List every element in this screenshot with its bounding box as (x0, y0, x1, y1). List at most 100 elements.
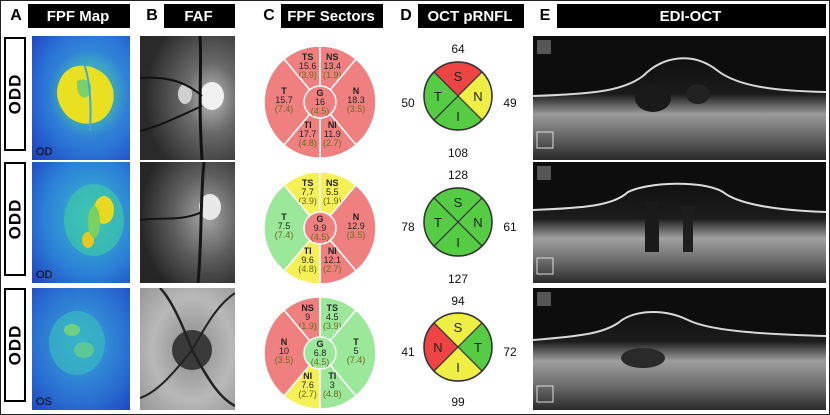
sector-normal-ti: (4.8) (298, 138, 317, 148)
quadrant-outline (423, 187, 493, 257)
quadrant-label-t: T (434, 89, 442, 104)
sector-label-g: G (316, 88, 323, 98)
sector-value-g: 6.8 (314, 348, 327, 358)
quadrant-label-i: I (456, 235, 460, 250)
panel-title: OCT pRNFL (427, 7, 513, 25)
sector-value-ti: 17.7 (299, 129, 317, 139)
sector-label-ts: TS (302, 52, 314, 62)
sector-normal-ni: (2.7) (298, 389, 317, 399)
fpf-map-image: OD (32, 36, 130, 160)
panel-title: EDI-OCT (659, 7, 722, 25)
panel-header-a: A FPF Map (4, 4, 130, 28)
faf-image (140, 36, 235, 160)
sector-normal-ns: (1.9) (323, 196, 342, 206)
sector-label-ns: NS (326, 178, 339, 188)
sector-normal-ti: (4.8) (298, 264, 317, 274)
quadrant-label-s: S (454, 69, 463, 84)
sector-normal-ts: (3.9) (298, 196, 317, 206)
prnfl-value-left: 41 (401, 345, 415, 359)
prnfl-global-top: 94 (451, 294, 465, 308)
sector-normal-ts: (3.9) (323, 321, 342, 331)
panel-title: FPF Map (46, 7, 110, 25)
panel-letter: E (533, 4, 557, 28)
edi-oct-scan (533, 36, 826, 160)
panel-header-e: E EDI-OCT (533, 4, 826, 28)
panel-title: FAF (184, 7, 213, 25)
quadrant-label-t: T (474, 340, 482, 355)
sector-normal-ts: (3.9) (298, 70, 317, 80)
quadrant-label-n: N (473, 215, 482, 230)
sector-value-t: 15.7 (275, 95, 293, 105)
sector-label-ts: TS (327, 303, 339, 313)
sector-label-ni: NI (303, 371, 312, 381)
sector-g (303, 336, 337, 370)
sector-value-t: 7.5 (278, 221, 291, 231)
sector-normal-ti: (4.8) (323, 389, 342, 399)
sector-normal-n: (3.5) (347, 104, 366, 114)
sector-normal-g: (4.5) (311, 357, 330, 367)
sector-label-g: G (316, 339, 323, 349)
prnfl-value-left: 78 (401, 220, 415, 234)
sector-normal-g: (4.5) (311, 106, 330, 116)
quadrant-outline (423, 312, 493, 382)
panel-title: FPF Sectors (287, 7, 375, 25)
quadrant-label-i: I (456, 360, 460, 375)
edi-oct-scan (533, 288, 826, 410)
sector-label-g: G (316, 214, 323, 224)
sector-value-ts: 15.6 (299, 61, 317, 71)
fpf-sector-chart: NS9(1.9)TS4.5(3.9)T5(7.4)TI3(4.8)NI7.6(2… (263, 296, 377, 410)
sector-value-ti: 3 (330, 380, 335, 390)
quadrant-label-t: T (434, 215, 442, 230)
sector-normal-ns: (1.9) (298, 321, 317, 331)
row-label-2: ODD (4, 162, 26, 276)
sector-value-ni: 7.6 (301, 380, 314, 390)
sector-value-t: 5 (353, 346, 358, 356)
sector-value-n: 12.9 (347, 221, 365, 231)
panel-header-c: C FPF Sectors (257, 4, 383, 28)
panel-letter: C (257, 4, 281, 28)
panel-letter: A (4, 4, 28, 28)
sector-value-n: 10 (279, 346, 289, 356)
fpf-sector-chart: TS15.6(3.9)NS13.4(1.9)N18.3(3.5)NI11.9(2… (263, 45, 377, 159)
quadrant-label-s: S (454, 195, 463, 210)
quadrant-outline (423, 61, 493, 131)
sector-normal-t: (7.4) (275, 104, 294, 114)
sector-label-ni: NI (328, 246, 337, 256)
prnfl-global-top: 128 (447, 168, 469, 182)
sector-label-t: T (281, 212, 287, 222)
sector-label-ns: NS (326, 52, 339, 62)
sector-label-n: N (281, 337, 288, 347)
sector-value-g: 16 (315, 97, 325, 107)
sector-label-t: T (281, 86, 287, 96)
prnfl-value-right: 49 (503, 96, 517, 110)
sector-normal-t: (7.4) (275, 230, 294, 240)
quadrant-label-n: N (473, 89, 482, 104)
sector-label-ti: TI (304, 120, 312, 130)
sector-value-ti: 9.6 (301, 255, 314, 265)
sector-normal-ns: (1.9) (323, 70, 342, 80)
sector-label-ns: NS (301, 303, 314, 313)
sector-normal-n: (3.5) (275, 355, 294, 365)
sector-value-n: 18.3 (347, 95, 365, 105)
prnfl-value-bottom: 127 (447, 272, 469, 286)
sector-label-ni: NI (328, 120, 337, 130)
panel-header-d: D OCT pRNFL (394, 4, 524, 28)
eye-label: OD (36, 269, 53, 281)
faf-image (140, 162, 235, 283)
eye-label: OS (36, 396, 52, 408)
sector-label-n: N (353, 86, 360, 96)
sector-normal-ni: (2.7) (323, 264, 342, 274)
sector-value-ts: 4.5 (326, 312, 339, 322)
sector-label-ti: TI (328, 371, 336, 381)
fpf-sector-chart: TS7.7(3.9)NS5.5(1.9)N12.9(3.5)NI12.1(2.7… (263, 171, 377, 285)
sector-normal-n: (3.5) (347, 230, 366, 240)
prnfl-value-right: 61 (503, 220, 517, 234)
sector-value-ns: 9 (305, 312, 310, 322)
sector-normal-t: (7.4) (347, 355, 366, 365)
row-label-1: ODD (4, 37, 26, 151)
sector-value-ts: 7.7 (301, 187, 314, 197)
panel-header-b: B FAF (140, 4, 235, 28)
